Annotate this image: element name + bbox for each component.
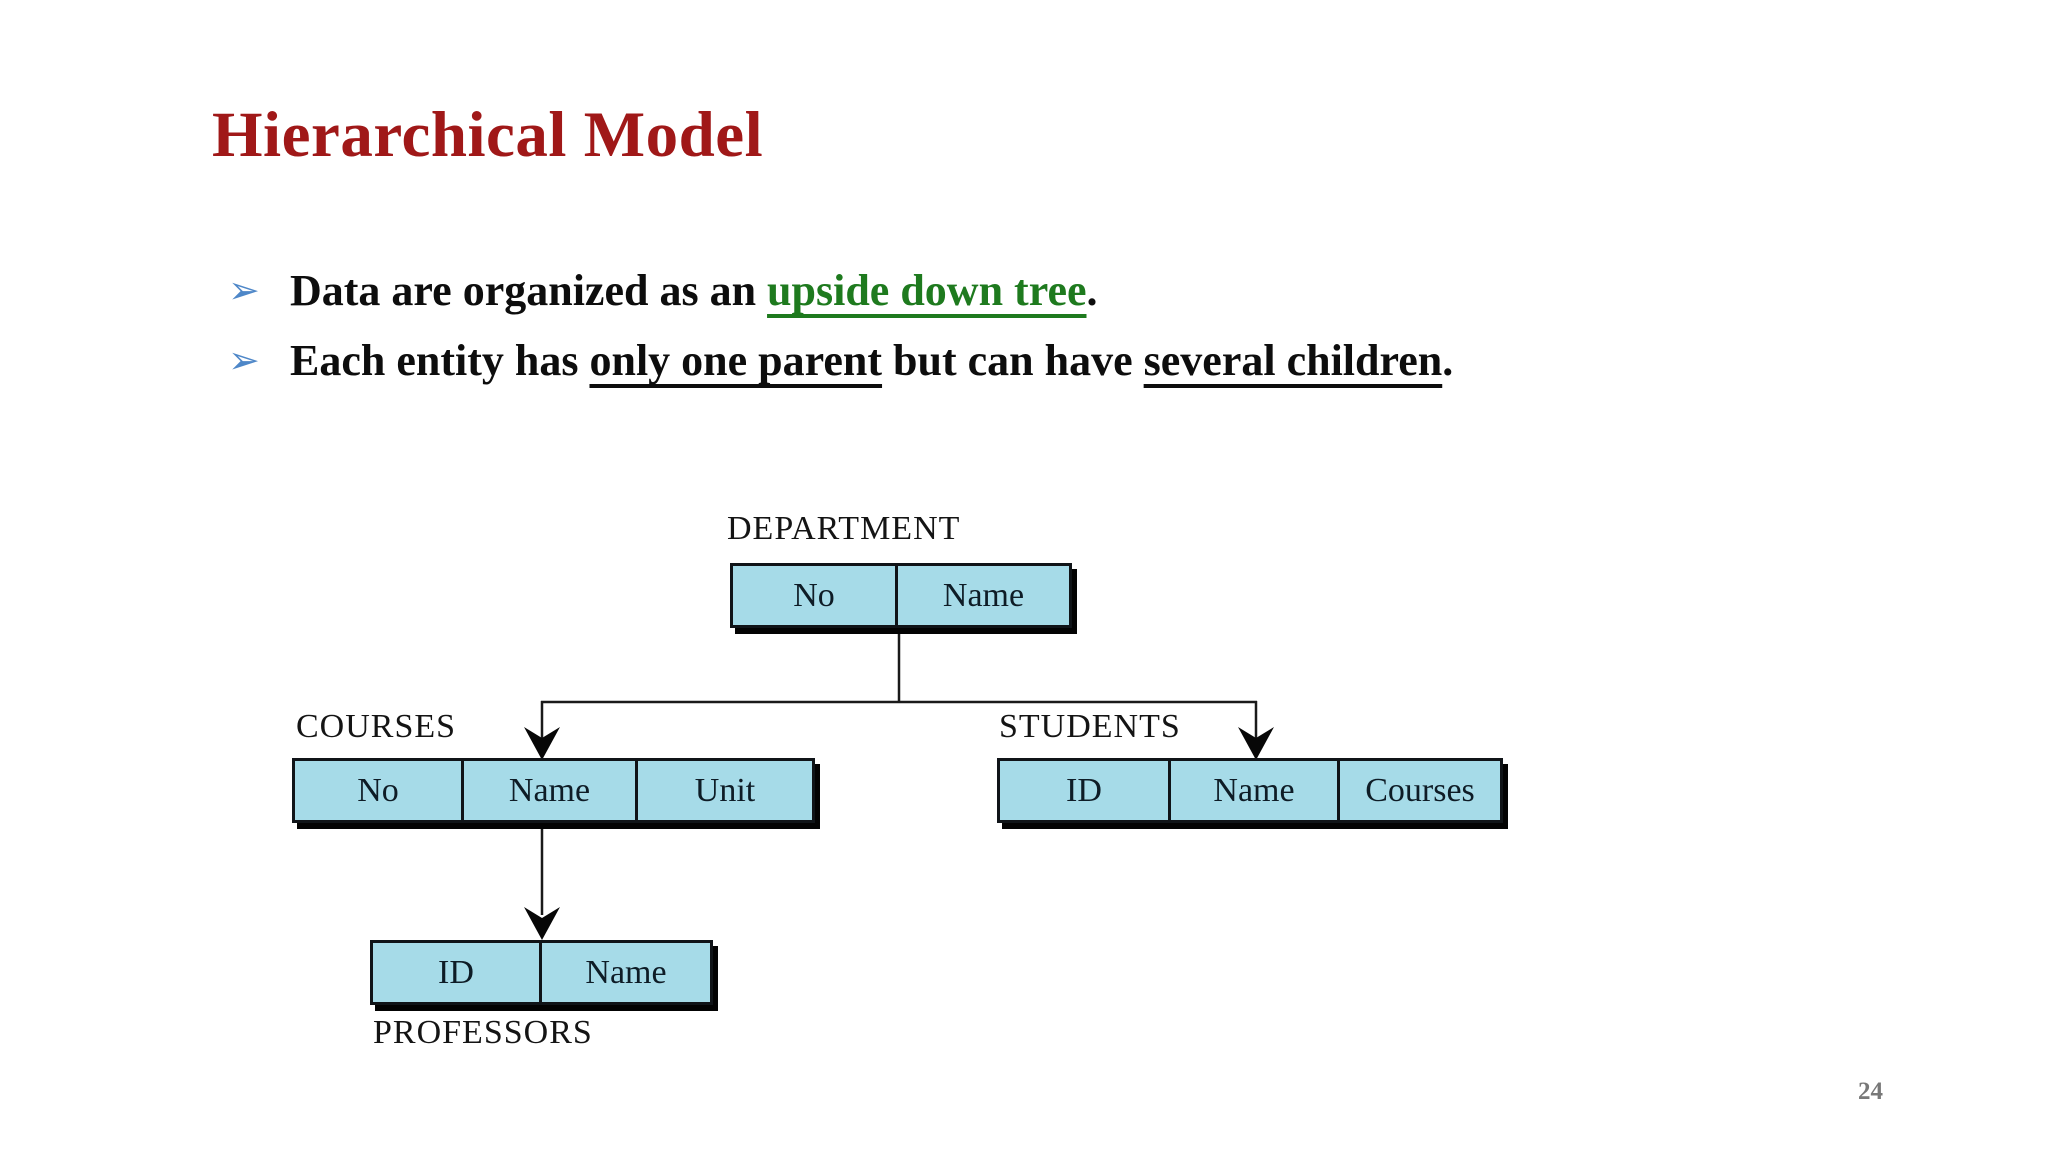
node-label-department: DEPARTMENT [727,510,961,547]
table-cell-courses-name: Name [461,758,638,823]
arrow-down-icon [524,727,560,760]
table-cell-students-id: ID [997,758,1171,823]
table-cell-courses-no: No [292,758,464,823]
bullet-text-segment-highlight: upside down tree [767,266,1087,315]
bullet-list: ➢ Data are organized as an upside down t… [228,262,1828,402]
bullet-text-segment: . [1442,336,1454,385]
arrowhead-bullet-icon: ➢ [228,270,260,312]
bullet-text-segment: Data are organized as an [290,266,768,315]
slide-title: Hierarchical Model [212,99,764,171]
table-students: ID Name Courses [997,758,1503,823]
table-professors: ID Name [370,940,713,1005]
arrow-down-icon [524,907,560,940]
table-cell-professors-id: ID [370,940,542,1005]
node-label-professors: PROFESSORS [373,1014,593,1051]
node-label-courses: COURSES [296,708,457,745]
bullet-text-segment-underlined: several children [1143,336,1443,385]
arrow-down-icon [1238,727,1274,760]
table-cell-department-name: Name [895,563,1072,628]
table-courses: No Name Unit [292,758,815,823]
table-cell-courses-unit: Unit [635,758,815,823]
bullet-text-segment: . [1086,266,1098,315]
page-number: 24 [1858,1078,1883,1105]
table-cell-students-name: Name [1168,758,1340,823]
bullet-text-segment: Each entity has [290,336,590,385]
bullet-item: ➢ Data are organized as an upside down t… [228,262,1828,320]
arrowhead-bullet-icon: ➢ [228,340,260,382]
bullet-item: ➢ Each entity has only one parent but ca… [228,332,1828,390]
bullet-text-segment: but can have [882,336,1144,385]
bullet-text: Data are organized as an upside down tre… [290,262,1098,320]
bullet-text-segment-underlined: only one parent [589,336,883,385]
table-cell-department-no: No [730,563,898,628]
table-cell-professors-name: Name [539,940,713,1005]
node-label-students: STUDENTS [999,708,1181,745]
table-department: No Name [730,563,1072,628]
bullet-text: Each entity has only one parent but can … [290,332,1453,390]
table-cell-students-courses: Courses [1337,758,1503,823]
